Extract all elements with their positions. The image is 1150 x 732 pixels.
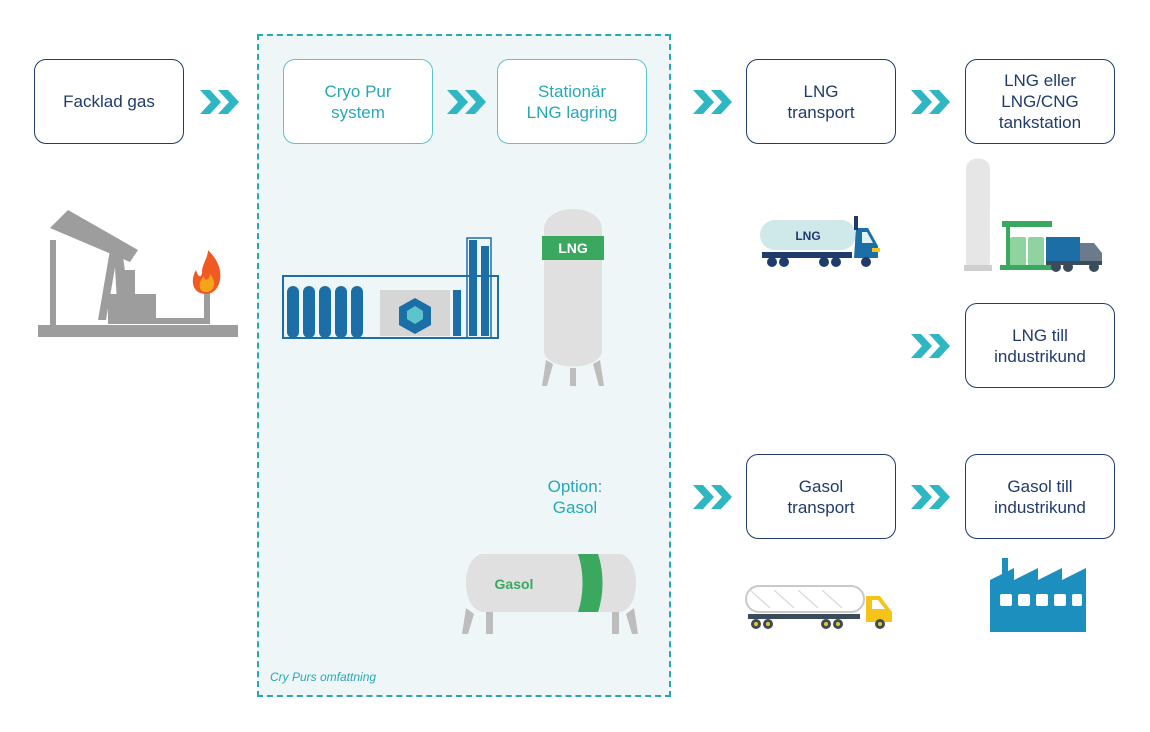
node-lng-fuel-station: LNG eller LNG/CNG tankstation: [965, 59, 1115, 144]
node-lng-industry-customer: LNG till industrikund: [965, 303, 1115, 388]
chevron-arrow-icon: [693, 90, 732, 114]
chevron-arrow-icon: [911, 334, 950, 358]
chevron-arrow-icon: [200, 90, 239, 114]
chevron-arrow-icon: [911, 485, 950, 509]
node-stationary-lng-storage: Stationär LNG lagring: [497, 59, 647, 144]
node-gasol-industry-customer: Gasol till industrikund: [965, 454, 1115, 539]
node-lng-transport: LNG transport: [746, 59, 896, 144]
lng-truck-label: LNG: [795, 229, 820, 243]
node-gasol-transport: Gasol transport: [746, 454, 896, 539]
chevron-arrow-icon: [447, 90, 486, 114]
lng-tank-label: LNG: [558, 240, 588, 256]
chevron-arrow-icon: [693, 485, 732, 509]
lng-storage-tank-icon: LNG: [542, 209, 604, 386]
flare-flame-icon: [192, 250, 221, 294]
node-cryo-pur-system: Cryo Pur system: [283, 59, 433, 144]
factory-icon: [990, 558, 1086, 632]
scope-label: Cry Purs omfattning: [270, 670, 377, 684]
fuel-station-icon: [964, 158, 1102, 272]
node-flared-gas: Facklad gas: [34, 59, 184, 144]
lng-tanker-truck-icon: LNG: [760, 216, 880, 267]
cryo-pur-unit-icon: [282, 237, 499, 339]
gasol-tanker-truck-icon: [745, 585, 892, 629]
option-gasol-label: Option: Gasol: [547, 477, 603, 517]
chevron-arrow-icon: [911, 90, 950, 114]
gasol-tank-label: Gasol: [495, 576, 534, 592]
oil-pump-jack-icon: [38, 210, 238, 337]
gasol-storage-tank-icon: Gasol: [462, 554, 638, 634]
